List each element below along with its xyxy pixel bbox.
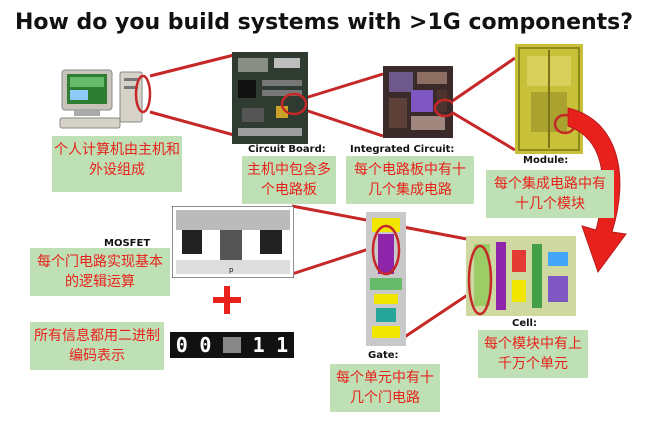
curved-arrow-icon — [567, 107, 627, 274]
gate-logic-description-box: 每个门电路实现基本的逻辑运算 — [30, 248, 170, 296]
connector-ic-module-bottom — [447, 108, 516, 152]
connector-board-ic-bottom — [304, 108, 384, 138]
integrated-circuit-image — [383, 66, 453, 138]
cell-image — [466, 236, 576, 316]
binary-digits-strip: 0 0 1 1 — [170, 332, 294, 358]
gate-image — [366, 212, 406, 346]
module-image — [515, 44, 583, 154]
binary-digit: 1 — [276, 333, 289, 357]
connector-pc-board-bottom — [149, 110, 235, 137]
binary-digit: 0 — [175, 333, 188, 357]
ic-description-box: 每个电路板中有十几个集成电路 — [346, 156, 474, 204]
gate-label: Gate: — [368, 350, 399, 361]
gate-description-box: 每个单元中有十几个门电路 — [330, 364, 440, 412]
connector-mosfet-gate — [291, 244, 379, 276]
module-label: Module: — [523, 155, 569, 166]
board-description-box: 主机中包含多个电路板 — [242, 156, 336, 204]
integrated-circuit-label: Integrated Circuit: — [350, 144, 455, 155]
personal-computer-image — [59, 69, 152, 129]
mosfet-image: p — [172, 206, 294, 278]
pc-description-box: 个人计算机由主机和外设组成 — [52, 136, 182, 192]
module-description-box: 每个集成电路中有十几个模块 — [486, 170, 614, 218]
binary-chip-icon — [223, 337, 241, 353]
binary-digit: 1 — [252, 333, 265, 357]
mosfet-label: MOSFET — [104, 238, 151, 249]
binary-description-box: 所有信息都用二进制编码表示 — [30, 322, 164, 370]
cell-label: Cell: — [512, 318, 537, 329]
plus-icon — [213, 286, 241, 314]
connector-ic-module-top — [447, 56, 516, 106]
binary-digit: 0 — [199, 333, 212, 357]
connector-pc-board-top — [149, 53, 235, 78]
circuit-board-label: Circuit Board: — [248, 144, 326, 155]
page-title: How do you build systems with >1G compon… — [14, 10, 634, 35]
connector-gate-cell — [399, 288, 476, 342]
circuit-board-image — [232, 52, 308, 144]
svg-text:p: p — [229, 266, 234, 274]
connector-board-ic-top — [304, 72, 384, 100]
cell-description-box: 每个模块中有上千万个单元 — [478, 330, 588, 378]
